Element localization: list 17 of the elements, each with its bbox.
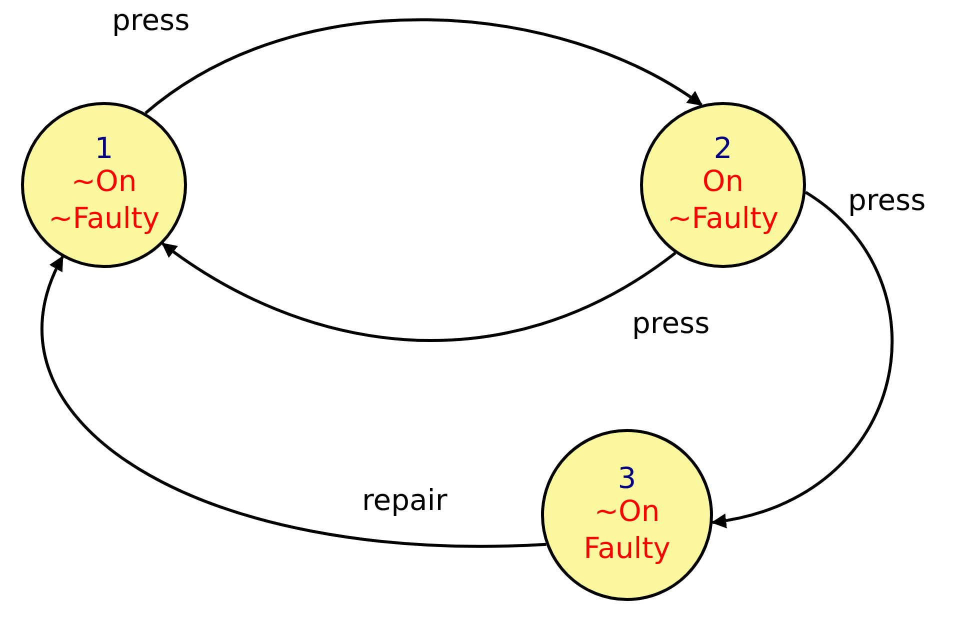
edge-label: press [848,182,926,218]
state-label: ~On [594,493,660,530]
arrow [41,256,546,548]
state-label: On [702,163,744,200]
state-number: 2 [714,134,732,164]
state-label: ~Faulty [48,200,160,236]
state-label: ~On [71,163,137,200]
state-label: ~Faulty [667,200,779,236]
edge-label: repair [362,482,448,518]
edge-label: press [112,2,190,38]
arrow [161,242,676,342]
arrow [144,18,703,114]
state-number: 1 [94,134,114,164]
edge-label: press [632,305,710,342]
state-number: 3 [618,464,636,494]
arrow [711,191,894,528]
state-label: Faulty [584,530,670,566]
